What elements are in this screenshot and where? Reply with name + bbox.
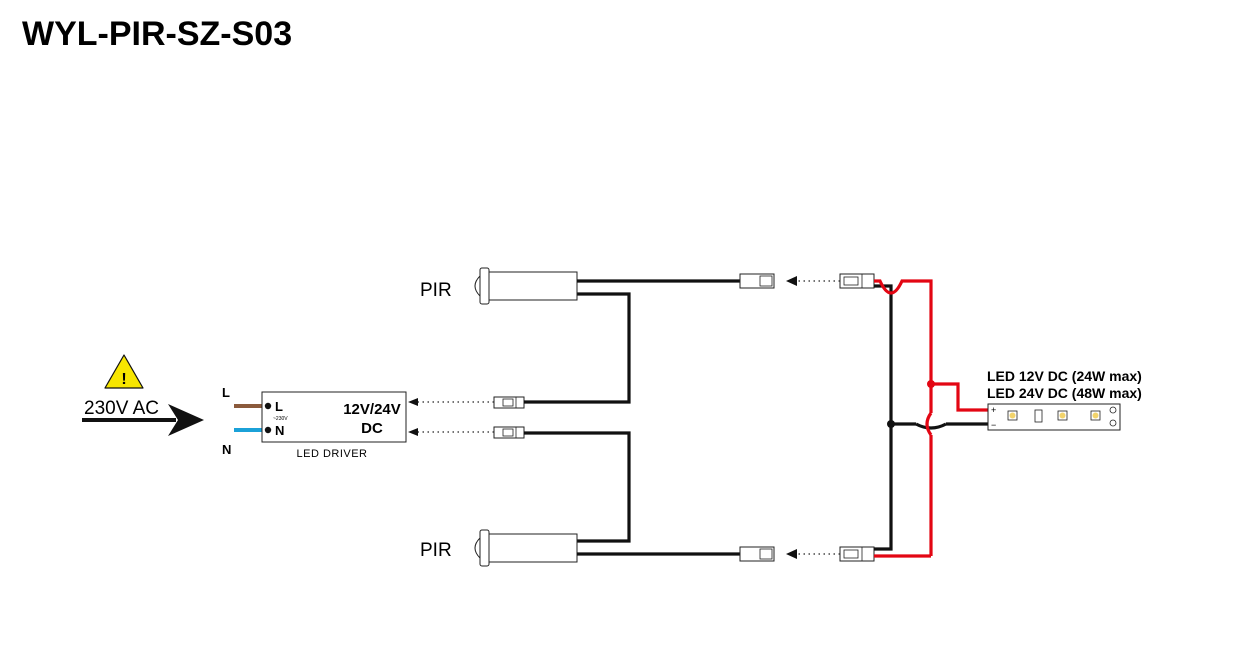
plug-pir-top [739,273,775,289]
pir-bottom-label: PIR [420,540,452,561]
driver-output-voltage: 12V/24V [343,401,401,418]
driver-input-voltage: ~230V [273,416,288,422]
driver-terminal-n: N [275,423,284,438]
neutral-wire-label: N [222,442,231,457]
led-chip-icon [1009,412,1016,419]
driver-terminal-l: L [275,399,283,414]
pir-top-label: PIR [420,280,452,301]
led-strip: + − [987,403,1121,431]
led-chip-icon [1092,412,1099,419]
solder-pad-icon [1109,406,1117,414]
led-strip-plus: + [991,405,996,415]
mains-input-arrow-icon [82,404,204,436]
arrow-left-icon [786,276,797,286]
driver-output-type: DC [361,420,383,437]
mains-label: 230V AC [84,398,159,419]
warning-icon: ! [104,354,144,389]
led-strip-label-24v: LED 24V DC (48W max) [987,385,1142,401]
socket-bottom [839,546,875,562]
positive-junction-dot [927,380,935,388]
pir-sensor-top [474,267,578,305]
warning-symbol: ! [121,371,126,388]
arrow-left-icon [408,398,418,406]
positive-wire-crossover [925,412,933,436]
plug-connector-top [493,396,525,409]
wire-driver-to-pir-bottom [524,431,631,543]
driver-caption: LED DRIVER [296,448,367,460]
solder-pad-icon [1109,419,1117,427]
arrow-left-icon [786,549,797,559]
led-strip-minus: − [991,420,996,430]
diagram-title: WYL-PIR-SZ-S03 [22,15,292,53]
plug-pir-bottom [739,546,775,562]
positive-wire-to-strip [931,382,992,412]
negative-bus-wire [874,284,893,551]
live-wire-label: L [222,385,230,400]
socket-top [839,273,875,289]
wire-driver-to-pir-top [524,292,631,404]
positive-wire-top [874,279,933,413]
pir-sensor-bottom [474,529,578,567]
plug-connector-bottom [493,426,525,439]
led-chip-icon [1059,412,1066,419]
led-strip-label-12v: LED 12V DC (24W max) [987,368,1142,384]
resistor-icon [1034,409,1043,423]
arrow-left-icon [408,428,418,436]
negative-wire-crossover [915,422,947,430]
led-driver: L ~230V N 12V/24V DC [261,391,407,443]
negative-junction-dot [887,420,895,428]
